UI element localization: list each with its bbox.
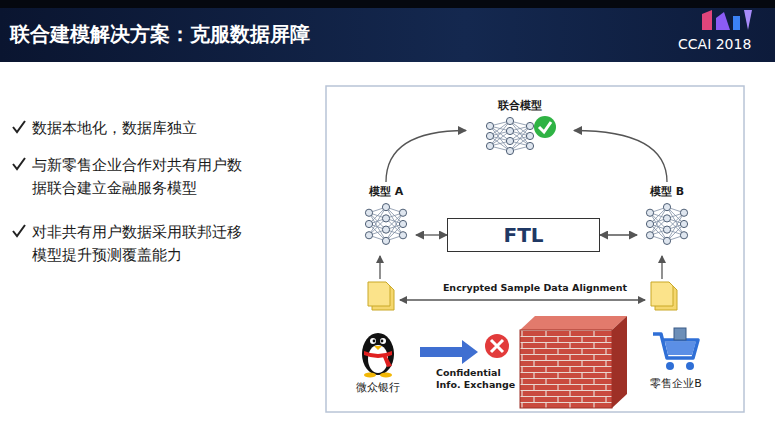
- block-arrow: [420, 340, 478, 364]
- connector: [416, 234, 447, 235]
- cart-icon: [650, 324, 702, 374]
- firewall: [520, 316, 627, 408]
- connector: [386, 131, 466, 183]
- slide-title: 联合建模解决方案：克服数据屏障: [10, 21, 310, 48]
- penguin-icon: [356, 326, 400, 378]
- header-strip: [0, 0, 775, 8]
- node-icon: [363, 201, 409, 247]
- alignment-label: Encrypted Sample Data Alignment: [440, 282, 630, 293]
- node-label: 零售企业B: [650, 376, 702, 391]
- network-icon: [484, 115, 556, 157]
- bullet-text: 数据本地化，数据库独立: [32, 117, 312, 140]
- upload-arrows: [380, 256, 662, 300]
- node-icon: [650, 324, 702, 374]
- connector: [574, 131, 667, 183]
- node-icon: [644, 201, 690, 247]
- denied-icon: [485, 334, 509, 358]
- icon-node: 联合模型: [466, 96, 574, 157]
- bullet-text: 对非共有用户数据采用联邦迁移模型提升预测覆盖能力: [32, 221, 254, 268]
- icon-node: 模型 A: [356, 182, 416, 247]
- node-label: 模型 B: [650, 184, 684, 199]
- icon-node: 零售企业B: [636, 324, 716, 393]
- icon-node: 微众银行: [346, 326, 410, 397]
- box-label: FTL: [503, 223, 543, 247]
- process-box: FTL: [447, 218, 600, 252]
- bullet-checks: [13, 121, 25, 236]
- bullet-text: 与新零售企业合作对共有用户数据联合建立金融服务模型: [32, 154, 254, 201]
- network-icon: [644, 201, 690, 247]
- node-icon: [356, 326, 400, 378]
- node-icon: [484, 115, 556, 157]
- connector: [600, 234, 637, 235]
- logo-text: CCAI 2018: [678, 34, 770, 56]
- document-icon: [368, 282, 677, 310]
- icon-node: 模型 B: [637, 182, 697, 247]
- network-icon: [363, 201, 409, 247]
- exchange-label: Confidential Info. Exchange: [436, 367, 518, 391]
- node-label: 微众银行: [356, 380, 400, 395]
- logo-mark: [702, 10, 752, 30]
- diagram-panel: [326, 86, 744, 412]
- node-label: 联合模型: [498, 98, 542, 113]
- node-label: 模型 A: [369, 184, 403, 199]
